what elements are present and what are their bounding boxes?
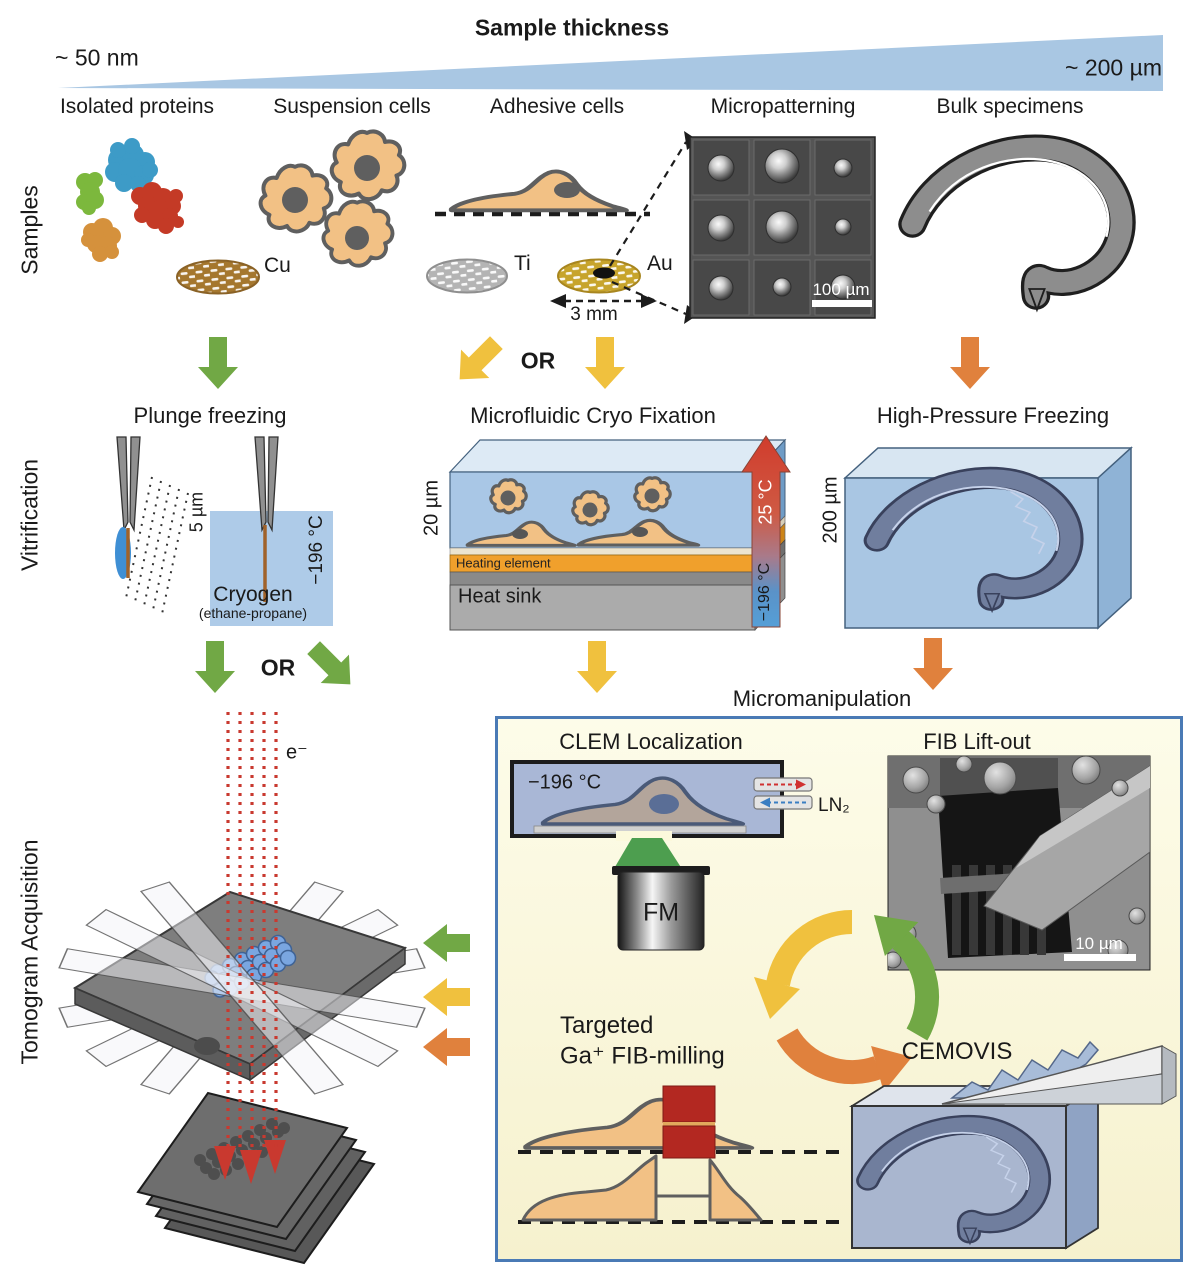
projection-arrows: [214, 1140, 286, 1184]
cryogen-label: Cryogen: [213, 583, 293, 606]
arrow-adhesive-to-plunge: [459, 336, 503, 380]
fm-label: FM: [642, 898, 680, 927]
au-grid-label: Au: [647, 252, 673, 275]
microfluidic-depth-label: 20 µm: [420, 480, 443, 536]
arrow-plunge-to-micromanipulation: [307, 641, 351, 685]
column-suspension-cells: Suspension cells: [273, 95, 431, 118]
ti-grid-label: Ti: [514, 252, 531, 275]
tilt-series-illustration: [58, 881, 426, 1095]
arrow-clem-to-tomogram: [423, 924, 470, 962]
micromanipulation-title: Micromanipulation: [732, 686, 912, 711]
milling-title-line1: Targeted: [560, 1012, 654, 1039]
plunge-freezing-title: Plunge freezing: [133, 403, 287, 428]
arrow-milling-to-tomogram: [423, 978, 470, 1016]
column-isolated-proteins: Isolated proteins: [59, 95, 215, 118]
row-label-samples: Samples: [16, 185, 43, 275]
thickness-gradient-wedge: [58, 35, 1163, 91]
plunge-freezing-illustration: [115, 436, 333, 626]
adhesive-cell-illustration: [435, 171, 650, 217]
cycle-arrow-orange: [776, 1028, 913, 1092]
grid-diameter-label: 3 mm: [570, 304, 618, 325]
banner-title: Sample thickness: [474, 14, 670, 41]
milling-title-line2: Ga⁺ FIB-milling: [560, 1042, 725, 1070]
milling-region-bottom: [662, 1125, 716, 1159]
fib-scalebar-label: 10 µm: [1075, 934, 1123, 953]
column-adhesive-cells: Adhesive cells: [489, 95, 625, 118]
cryogen-detail-label: (ethane-propane): [198, 605, 308, 621]
light-cone: [612, 838, 684, 872]
au-grid: [557, 258, 641, 294]
temp-warm-label: 25 °C: [755, 479, 776, 525]
heat-sink-label: Heat sink: [458, 585, 542, 608]
or-label-plunge: OR: [260, 654, 296, 681]
heating-element-label: Heating element: [456, 555, 551, 571]
electron-beam: [226, 712, 278, 1148]
hpf-depth-label: 200 µm: [819, 476, 842, 544]
micropattern-micrograph: [689, 136, 876, 319]
row-label-tomogram: Tomogram Acquisition: [16, 839, 43, 1065]
hpf-title: High-Pressure Freezing: [876, 403, 1110, 428]
cemovis-title: CEMOVIS: [901, 1038, 1013, 1065]
micropattern-scalebar-label: 100 µm: [812, 280, 870, 299]
arrow-proteins-to-plunge: [198, 337, 238, 389]
ln2-label: LN₂: [818, 795, 850, 816]
fib-milling-schematic: [518, 1085, 845, 1224]
fluorescence-microscope: [617, 871, 705, 951]
bulk-specimen-worm: [912, 148, 1122, 310]
column-micropatterning: Micropatterning: [710, 95, 856, 118]
arrow-adhesive-to-microfluidic: [585, 337, 625, 389]
arrow-cemovis-to-tomogram: [423, 1028, 470, 1066]
banner-max-thickness: ~ 200 µm: [1065, 54, 1162, 81]
arrow-hpf-down: [913, 638, 953, 690]
arrow-bulk-to-hpf: [950, 337, 990, 389]
ln2-pipes: [753, 777, 813, 810]
clem-temperature-label: −196 °C: [528, 771, 602, 794]
microfluidic-device: [448, 435, 791, 631]
grid-diameter-arrow: [550, 294, 657, 308]
banner-min-thickness: ~ 50 nm: [55, 44, 139, 71]
cu-grid: [176, 259, 260, 295]
temp-cold-label: −196 °C: [756, 562, 773, 622]
hpf-ice-block: [843, 446, 1133, 630]
arrow-microfluidic-down: [577, 641, 617, 693]
fib-liftout-title: FIB Lift-out: [923, 729, 1031, 754]
micromanipulation-cycle: [754, 909, 940, 1092]
column-bulk-specimens: Bulk specimens: [936, 95, 1084, 118]
milling-region-top: [662, 1085, 716, 1123]
ti-grid: [426, 258, 508, 294]
plunge-depth-label: 5 µm: [186, 491, 207, 533]
arrow-plunge-to-tomogram: [195, 641, 235, 693]
plunge-temperature-label: −196 °C: [306, 515, 327, 585]
row-label-vitrification: Vitrification: [16, 458, 43, 572]
cycle-arrow-yellow: [754, 909, 853, 1019]
fib-liftout-micrograph: [887, 755, 1151, 971]
or-label-samples: OR: [520, 347, 556, 374]
tomogram-slice-stack: [136, 1091, 376, 1265]
cemovis-illustration: [848, 1040, 1177, 1250]
temperature-gradient-arrow: [741, 435, 791, 628]
suspension-cells-illustration: [261, 132, 405, 268]
clem-title: CLEM Localization: [559, 729, 743, 754]
clem-illustration: [510, 760, 813, 951]
cycle-arrow-green: [873, 914, 940, 1041]
microfluidic-title: Microfluidic Cryo Fixation: [470, 403, 716, 428]
micropattern-callout-lines: [609, 131, 699, 324]
cu-grid-label: Cu: [264, 254, 291, 277]
electron-beam-label: e⁻: [286, 741, 308, 764]
isolated-proteins-illustration: [76, 138, 184, 262]
